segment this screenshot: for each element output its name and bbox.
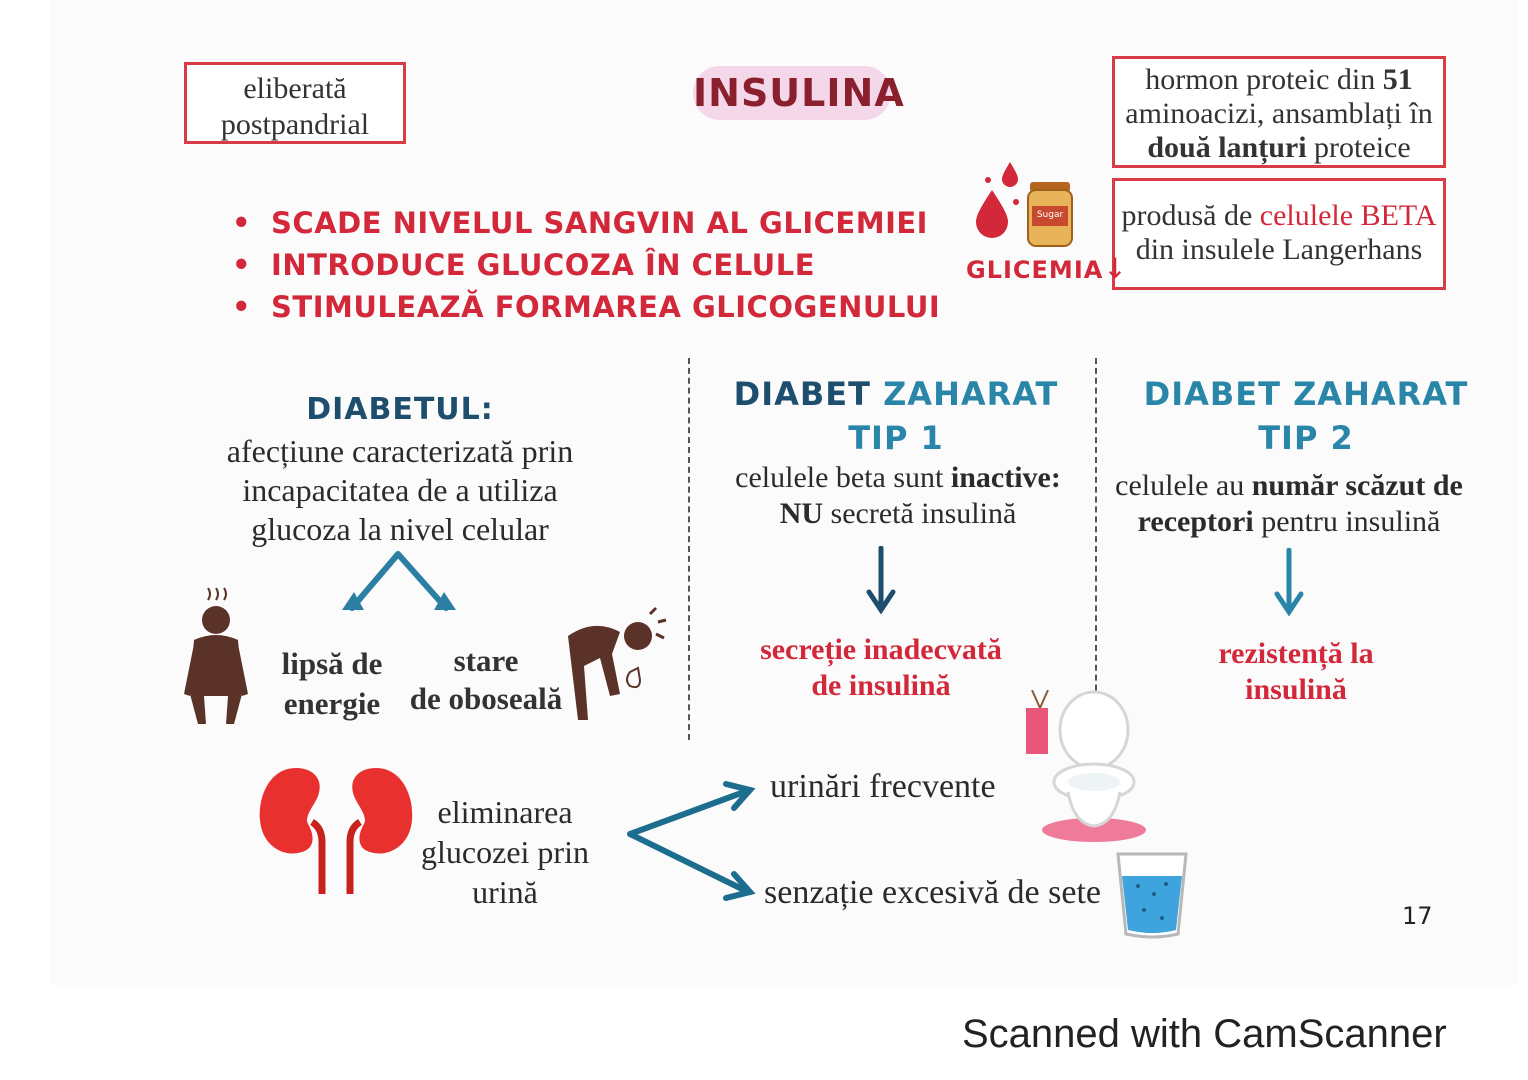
column-divider (1095, 358, 1097, 740)
tired-person-icon (184, 587, 248, 724)
elimination-line: urină (472, 874, 538, 910)
heading-word: DIABET (733, 375, 871, 413)
type2-description: celulele au număr scăzut de receptori pe… (1106, 468, 1472, 540)
branch-arrows-icon (627, 781, 756, 901)
glucose-elimination-text: eliminarea glucozei prin urină (410, 792, 600, 912)
glicemia-text: GLICEMIA (966, 256, 1104, 284)
description-text: pentru insulină (1253, 505, 1441, 538)
label-line: stare (453, 643, 519, 678)
box-line: două lanțuri proteice (1115, 131, 1443, 165)
label-line: de oboseală (409, 681, 563, 716)
box-line: aminoacizi, ansamblați în (1125, 97, 1433, 130)
scanner-watermark: Scanned with CamScanner (962, 1012, 1447, 1056)
description-text: celulele au (1115, 469, 1252, 502)
description-bold: inactive: (950, 461, 1061, 494)
excessive-thirst-text: senzație excesivă de sete (764, 874, 1101, 911)
box-bold-text: 51 (1382, 63, 1413, 96)
bullet-icon: • (232, 206, 252, 240)
effect-text: INTRODUCE GLUCOZA ÎN CELULE (271, 248, 816, 282)
fatigue-label: stare de oboseală (405, 642, 567, 718)
heading-line: TIP 1 (848, 419, 944, 457)
beta-cells-text: celulele BETA (1259, 199, 1437, 232)
box-line: din insulele Langerhans (1135, 233, 1423, 266)
heading-word: DIABET (1143, 375, 1281, 413)
produced-by-box: produsă de celulele BETA din insulele La… (1112, 178, 1446, 290)
heading-line: DIABET ZAHARAT (720, 372, 1072, 416)
list-item: • SCADE NIVELUL SANGVIN AL GLICEMIEI (232, 202, 940, 244)
released-postprandial-box: eliberată postpandrial (184, 62, 406, 144)
description-line: receptori pentru insulină (1106, 504, 1472, 540)
down-arrow-icon: ↓ (1103, 252, 1128, 285)
description-line: celulele beta sunt inactive: (708, 460, 1088, 496)
bullet-icon: • (232, 248, 252, 282)
diabetes-heading: DIABETUL: (306, 392, 494, 427)
result-line: de insulină (811, 669, 951, 702)
definition-line: glucoza la nivel celular (251, 511, 549, 547)
water-glass-icon (1116, 852, 1188, 939)
bullet-icon: • (232, 290, 252, 324)
label-line: energie (283, 686, 381, 721)
kidneys-icon (259, 768, 413, 894)
description-bold: număr scăzut de (1251, 469, 1463, 502)
effect-text: SCADE NIVELUL SANGVIN AL GLICEMIEI (271, 206, 928, 240)
page-number: 17 (1402, 902, 1433, 930)
description-line: NU secretă insulină (708, 496, 1088, 532)
description-line: celulele au număr scăzut de (1106, 468, 1472, 504)
box-text: produsă de (1121, 199, 1260, 232)
page-title: INSULINA (693, 66, 904, 120)
insulin-effects-list: • SCADE NIVELUL SANGVIN AL GLICEMIEI • INT… (232, 202, 940, 328)
description-bold: NU (779, 497, 824, 530)
type2-heading: DIABET ZAHARAT TIP 2 (1130, 372, 1482, 460)
description-bold: receptori (1137, 505, 1254, 538)
glicemia-label: GLICEMIA↓ (966, 252, 1128, 285)
effect-text: STIMULEAZĂ FORMAREA GLICOGENULUI (271, 290, 941, 324)
elimination-line: eliminarea (437, 794, 573, 830)
frequent-urination-text: urinări frecvente (770, 768, 996, 805)
box-line: eliberată (243, 72, 347, 105)
result-line: rezistență la (1218, 637, 1374, 670)
elimination-line: glucozei prin (421, 834, 589, 870)
definition-line: incapacitatea de a utiliza (242, 472, 558, 508)
heading-word: ZAHARAT (883, 375, 1059, 413)
description-text: secretă insulină (823, 497, 1017, 530)
heading-line: TIP 2 (1258, 419, 1354, 457)
down-arrow-icon (866, 546, 896, 614)
heading-word: ZAHARAT (1293, 375, 1469, 413)
description-text: celulele beta sunt (735, 461, 951, 494)
heading-line: DIABET ZAHARAT (1130, 372, 1482, 416)
lack-of-energy-label: lipsă de energie (262, 644, 402, 724)
result-line: secreție inadecvată (760, 633, 1002, 666)
list-item: • STIMULEAZĂ FORMAREA GLICOGENULUI (232, 286, 940, 328)
label-line: lipsă de (281, 646, 383, 681)
list-item: • INTRODUCE GLUCOZA ÎN CELULE (232, 244, 940, 286)
box-line: postpandrial (220, 108, 370, 141)
toilet-icon (1026, 690, 1146, 842)
jar-label: Sugar (1036, 210, 1064, 220)
hormone-description-box: hormon proteic din 51 aminoacizi, ansamb… (1112, 56, 1446, 168)
box-line: produsă de celulele BETA (1115, 199, 1443, 233)
column-divider (688, 358, 690, 740)
type1-description: celulele beta sunt inactive: NU secretă … (708, 460, 1088, 532)
box-text: proteice (1306, 131, 1411, 164)
type2-result: rezistență la insulină (1176, 636, 1416, 708)
type1-heading: DIABET ZAHARAT TIP 1 (720, 372, 1072, 460)
box-bold-text: două lanțuri (1147, 131, 1307, 164)
type1-result: secreție inadecvată de insulină (720, 632, 1042, 704)
diabetes-definition: afecțiune caracterizată prin incapacitat… (180, 432, 620, 549)
exhausted-person-icon (568, 606, 667, 720)
blood-sugar-icon (976, 162, 1073, 247)
box-line: hormon proteic din 51 (1115, 63, 1443, 97)
result-line: insulină (1245, 673, 1347, 706)
split-arrows-icon (342, 551, 456, 611)
box-text: hormon proteic din (1145, 63, 1383, 96)
definition-line: afecțiune caracterizată prin (226, 433, 574, 469)
down-arrow-icon (1274, 548, 1304, 616)
